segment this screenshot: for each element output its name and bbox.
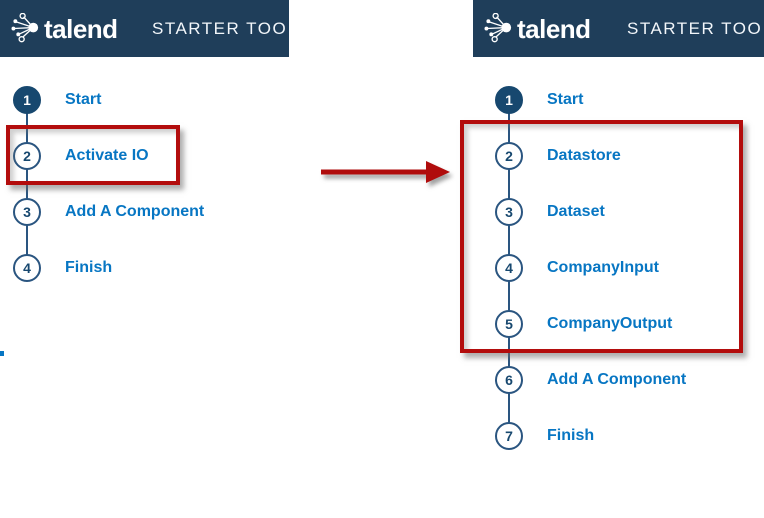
step-datastore[interactable]: 2 Datastore <box>495 128 686 184</box>
step-activate-io[interactable]: 2 Activate IO <box>13 128 204 184</box>
step-label: Start <box>547 91 584 108</box>
step-companyinput[interactable]: 4 CompanyInput <box>495 240 686 296</box>
step-number: 5 <box>505 316 513 332</box>
step-add-a-component[interactable]: 3 Add A Component <box>13 184 204 240</box>
app-title: STARTER TOO <box>152 18 288 38</box>
step-number-circle: 2 <box>13 142 41 170</box>
step-label: Finish <box>547 427 595 444</box>
step-number-circle: 6 <box>495 366 523 394</box>
step-number: 2 <box>23 148 31 164</box>
step-number: 6 <box>505 372 513 388</box>
wizard-stepper-after: 1 Start 2 Datastore 3 Dataset 4 CompanyI… <box>495 72 686 464</box>
app-header-after: talend STARTER TOO <box>473 0 764 57</box>
step-label: Add A Component <box>547 371 687 388</box>
step-number: 4 <box>23 260 31 276</box>
step-number-circle: 3 <box>495 198 523 226</box>
step-number: 3 <box>505 204 513 220</box>
step-number-circle: 2 <box>495 142 523 170</box>
step-label: Activate IO <box>65 147 149 164</box>
talend-logo-icon <box>11 13 39 43</box>
step-finish[interactable]: 7 Finish <box>495 408 686 464</box>
step-label: Finish <box>65 259 113 276</box>
step-number: 1 <box>23 92 31 108</box>
step-label: Add A Component <box>65 203 205 220</box>
wizard-stepper-before: 1 Start 2 Activate IO 3 Add A Component … <box>13 72 204 296</box>
logo-wordmark: talend <box>517 13 591 44</box>
step-label: Start <box>65 91 102 108</box>
step-number: 7 <box>505 428 513 444</box>
step-number-circle: 7 <box>495 422 523 450</box>
step-number: 1 <box>505 92 513 108</box>
step-number: 3 <box>23 204 31 220</box>
step-start[interactable]: 1 Start <box>13 72 204 128</box>
step-finish[interactable]: 4 Finish <box>13 240 204 296</box>
step-number: 4 <box>505 260 513 276</box>
talend-logo-icon <box>484 13 512 43</box>
step-label: Dataset <box>547 203 605 220</box>
talend-logo: talend <box>11 13 118 44</box>
step-label: Datastore <box>547 147 621 164</box>
step-number-circle: 4 <box>495 254 523 282</box>
step-number-circle: 4 <box>13 254 41 282</box>
step-add-a-component[interactable]: 6 Add A Component <box>495 352 686 408</box>
step-number-circle: 1 <box>13 86 41 114</box>
app-header-before: talend STARTER TOO <box>0 0 289 57</box>
step-number: 2 <box>505 148 513 164</box>
app-title: STARTER TOO <box>627 18 763 38</box>
talend-logo: talend <box>484 13 591 44</box>
edge-artifact <box>0 351 4 356</box>
transition-arrow-icon <box>321 161 450 183</box>
step-number-circle: 3 <box>13 198 41 226</box>
highlight-box-before <box>6 125 180 185</box>
step-companyoutput[interactable]: 5 CompanyOutput <box>495 296 686 352</box>
step-label: CompanyInput <box>547 259 659 276</box>
step-number-circle: 5 <box>495 310 523 338</box>
step-start[interactable]: 1 Start <box>495 72 686 128</box>
logo-wordmark: talend <box>44 13 118 44</box>
highlight-box-after <box>460 120 743 353</box>
step-number-circle: 1 <box>495 86 523 114</box>
step-dataset[interactable]: 3 Dataset <box>495 184 686 240</box>
step-label: CompanyOutput <box>547 315 673 332</box>
